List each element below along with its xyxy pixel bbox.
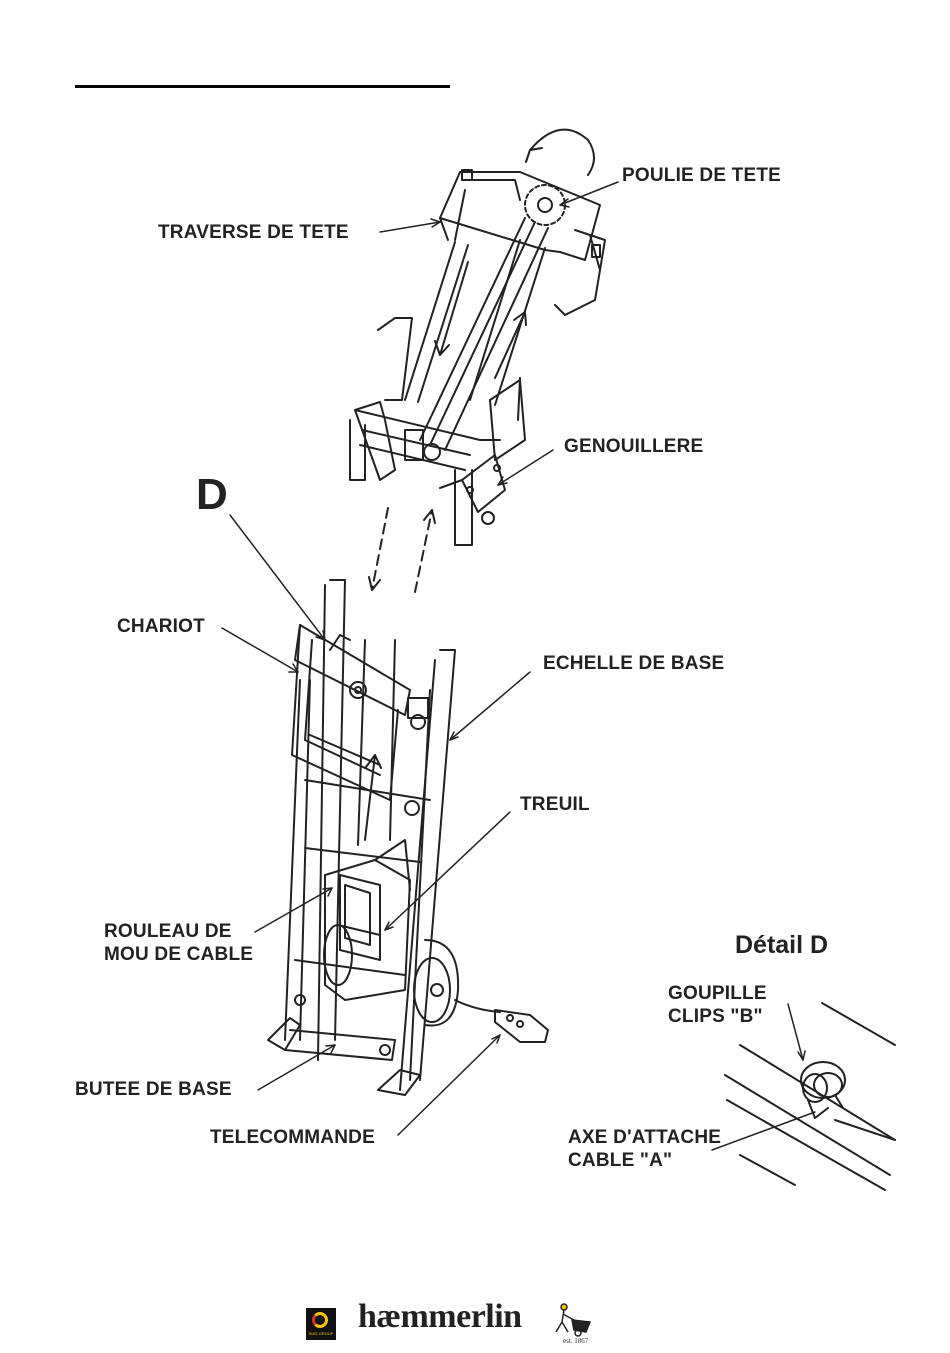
label-poulie-de-tete: POULIE DE TETE [622,165,781,187]
label-genouillere: GENOUILLERE [564,436,703,458]
label-butee-de-base: BUTEE DE BASE [75,1079,232,1101]
label-rouleau-line1: ROULEAU DE [104,920,253,943]
haemmerlin-logo: hæmmerlin [358,1298,522,1336]
established-year: est. 1867 [563,1337,588,1345]
label-traverse-de-tete: TRAVERSE DE TETE [158,222,349,244]
base-ladder [268,580,548,1095]
brand-wordmark: hæmmerlin [358,1298,522,1335]
label-detail-d-marker: D [196,470,228,520]
motion-arrows [365,262,526,840]
label-rouleau-de-mou-de-cable: ROULEAU DE MOU DE CABLE [104,920,253,966]
group-logo: SMG GROUP [306,1308,336,1340]
label-axe-line2: CABLE "A" [568,1149,721,1172]
knee-section [350,318,525,545]
label-detail-d-title: Détail D [735,931,828,960]
label-goupille-line1: GOUPILLE [668,982,767,1005]
group-logo-caption: SMG GROUP [308,1331,334,1336]
label-rouleau-line2: MOU DE CABLE [104,943,253,966]
label-treuil: TREUIL [520,794,590,816]
worker-with-wheelbarrow-icon [548,1302,594,1338]
detail-d [725,1003,895,1190]
head-section [405,130,605,450]
label-axe-d-attache-cable-a: AXE D'ATTACHE CABLE "A" [568,1126,721,1172]
label-echelle-de-base: ECHELLE DE BASE [543,653,724,675]
group-logo-ring-icon [312,1312,328,1328]
label-goupille-clips-b: GOUPILLE CLIPS "B" [668,982,767,1028]
label-telecommande: TELECOMMANDE [210,1127,375,1149]
label-chariot: CHARIOT [117,616,205,638]
label-axe-line1: AXE D'ATTACHE [568,1126,721,1149]
label-goupille-line2: CLIPS "B" [668,1005,767,1028]
